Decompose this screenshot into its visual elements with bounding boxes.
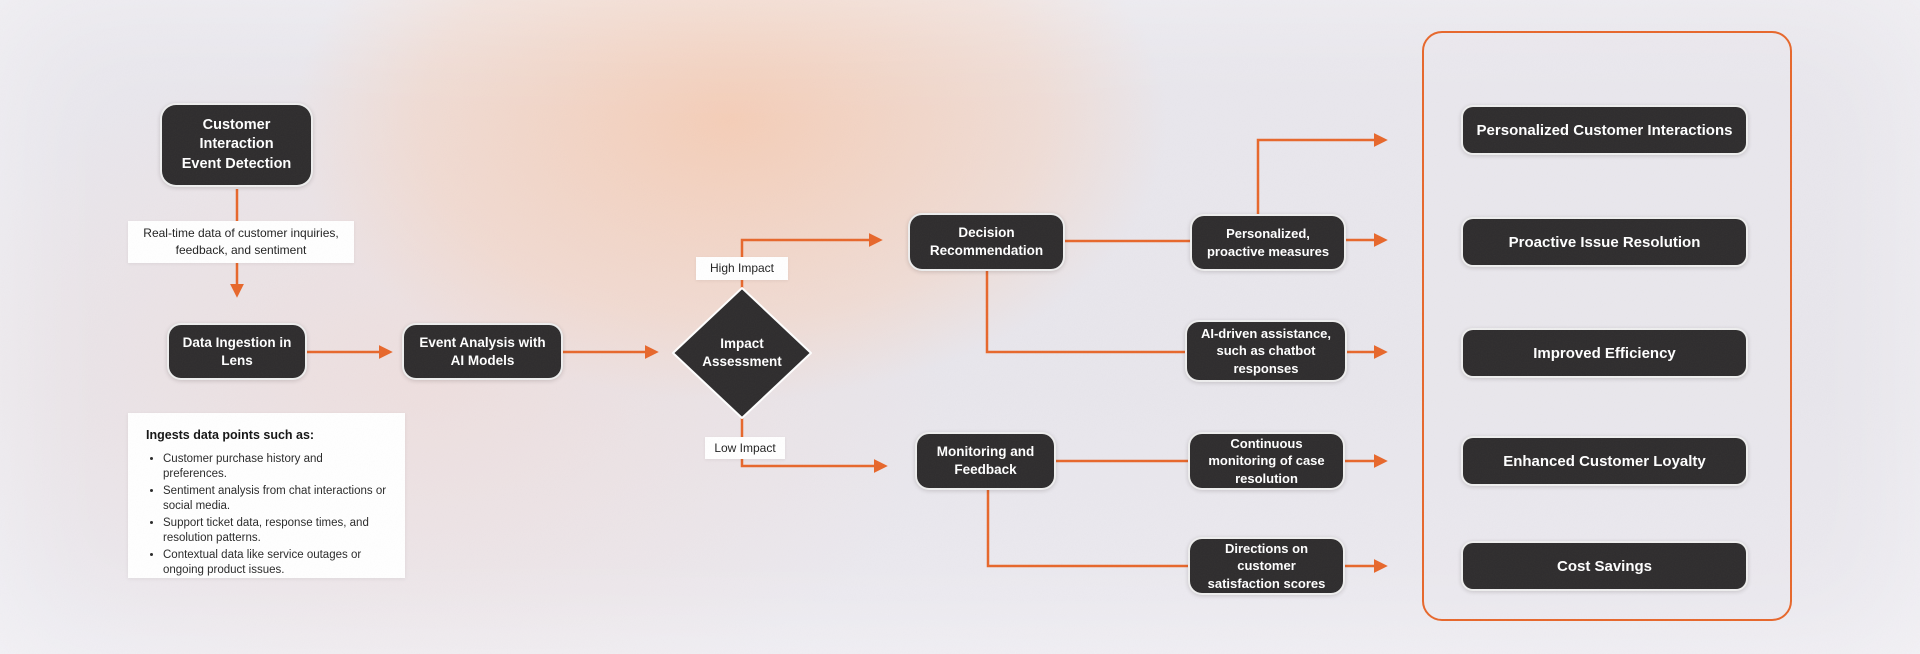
edge-label-low-impact: Low Impact bbox=[705, 437, 785, 459]
edge-label-text: Low Impact bbox=[714, 440, 776, 455]
node-continuous-monitoring: Continuous monitoring of case resolution bbox=[1188, 432, 1345, 490]
outcome-enhanced-customer-loyalty: Enhanced Customer Loyalty bbox=[1461, 436, 1748, 486]
node-label: Event Analysis with AI Models bbox=[419, 334, 546, 368]
node-event-analysis-with-ai-models: Event Analysis with AI Models bbox=[402, 323, 563, 380]
node-decision-recommendation: Decision Recommendation bbox=[908, 213, 1065, 271]
edge-label-text: High Impact bbox=[709, 261, 775, 276]
edge-label-realtime-data: Real-time data of customer inquiries, fe… bbox=[128, 221, 354, 263]
info-box-list: Customer purchase history and preference… bbox=[146, 452, 387, 578]
outcome-label: Enhanced Customer Loyalty bbox=[1503, 452, 1706, 470]
edge-label-text: Real-time data of customer inquiries, fe… bbox=[143, 226, 339, 257]
node-label: Monitoring and Feedback bbox=[936, 444, 1035, 477]
info-box-item: Sentiment analysis from chat interaction… bbox=[163, 484, 387, 514]
outcome-label: Cost Savings bbox=[1556, 557, 1653, 575]
node-label: Impact Assessment bbox=[702, 336, 782, 369]
node-customer-interaction-event-detection: Customer Interaction Event Detection bbox=[160, 103, 313, 187]
edge-label-high-impact: High Impact bbox=[696, 257, 788, 280]
outcome-personalized-customer-interactions: Personalized Customer Interactions bbox=[1461, 105, 1748, 155]
outcome-label: Proactive Issue Resolution bbox=[1508, 233, 1701, 251]
node-ai-driven-assistance: AI-driven assistance, such as chatbot re… bbox=[1185, 320, 1347, 382]
node-label: Customer Interaction Event Detection bbox=[181, 117, 292, 172]
node-impact-assessment: Impact Assessment bbox=[673, 288, 811, 418]
outcome-label: Personalized Customer Interactions bbox=[1476, 121, 1733, 139]
outcome-label: Improved Efficiency bbox=[1533, 344, 1676, 362]
ingested-data-info-box: Ingests data points such as: Customer pu… bbox=[128, 413, 405, 578]
info-box-heading: Ingests data points such as: bbox=[146, 428, 315, 442]
node-label: Decision Recommendation bbox=[929, 225, 1044, 258]
node-label: Directions on customer satisfaction scor… bbox=[1207, 541, 1326, 591]
node-label: AI-driven assistance, such as chatbot re… bbox=[1200, 326, 1332, 376]
info-box-item: Contextual data like service outages or … bbox=[163, 548, 387, 578]
outcome-proactive-issue-resolution: Proactive Issue Resolution bbox=[1461, 217, 1748, 267]
node-data-ingestion-in-lens: Data Ingestion in Lens bbox=[167, 323, 307, 380]
node-satisfaction-directions: Directions on customer satisfaction scor… bbox=[1188, 537, 1345, 595]
edge-personalized-to-outcome-1 bbox=[1256, 133, 1388, 214]
info-box-item: Support ticket data, response times, and… bbox=[163, 516, 387, 546]
node-label: Personalized, proactive measures bbox=[1206, 226, 1330, 259]
node-personalized-proactive-measures: Personalized, proactive measures bbox=[1190, 214, 1346, 271]
edge-decision-to-ai-assistance bbox=[985, 271, 1185, 354]
node-label: Continuous monitoring of case resolution bbox=[1208, 436, 1325, 486]
node-monitoring-and-feedback: Monitoring and Feedback bbox=[915, 432, 1056, 490]
info-box-item: Customer purchase history and preference… bbox=[163, 452, 387, 482]
edge-monitoring-to-directions bbox=[986, 490, 1188, 568]
node-label: Data Ingestion in Lens bbox=[182, 334, 292, 368]
outcome-cost-savings: Cost Savings bbox=[1461, 541, 1748, 591]
outcome-improved-efficiency: Improved Efficiency bbox=[1461, 328, 1748, 378]
